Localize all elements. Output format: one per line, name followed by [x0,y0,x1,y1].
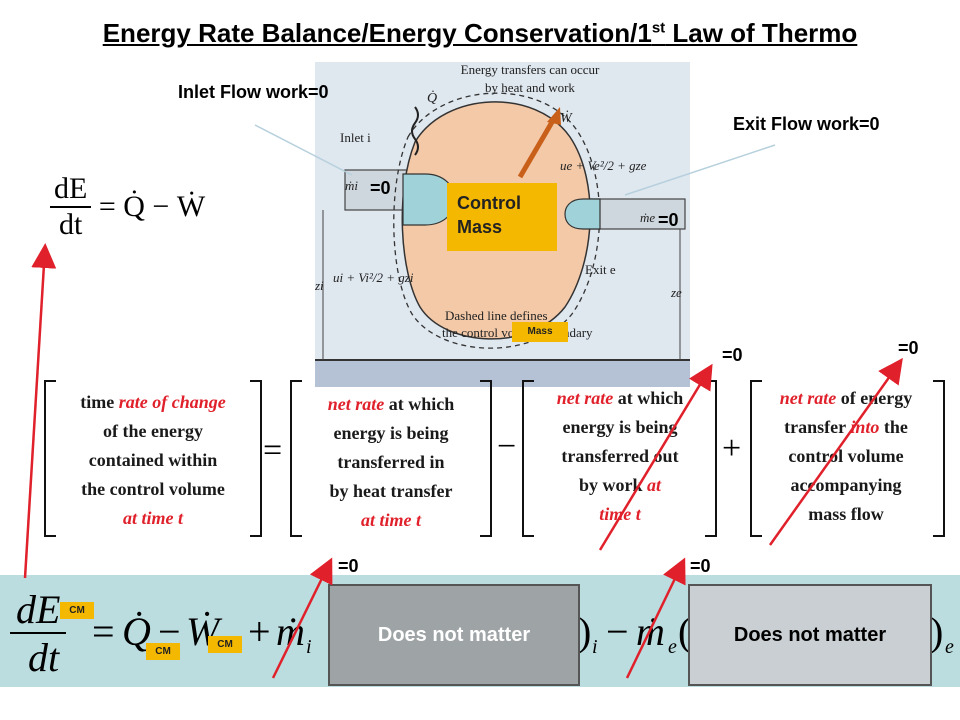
box-rate-of-change: time rate of change of the energy contai… [80,392,226,528]
arrow-to-work-zero [598,363,713,551]
box1-bracket-left [44,380,56,537]
eq-rhs: = Q̇ − Ẇ [98,190,206,223]
arrow-to-bottom-left-zero [271,557,333,679]
box-mass-flow: net rate of energy transfer into the con… [779,388,913,524]
exit-plug [564,198,601,230]
arrow-to-massflow-zero [768,357,903,546]
top-caption-2: by heat and work [485,80,575,95]
box3-bracket-left [522,380,534,537]
inlet-flow-work-label: Inlet Flow work=0 [178,82,329,102]
w-dot-label: Ẇ [560,109,573,126]
ze-text: ze [670,285,682,300]
bottom-e-sub: e [668,636,677,658]
bottom-e-sub2: e [945,636,954,658]
control-mass-label: Control Mass [447,183,557,251]
q-dot-label: Q̇ [427,90,437,106]
inlet-energy-text: ui + Vi²/2 + gzi [333,270,414,285]
bottom-paren-close-e: ) [930,609,944,654]
arrow-to-dEdt [23,243,57,579]
work-arrow-head [547,107,561,125]
ground-strip [315,360,690,387]
eq-numerator: dE [50,172,92,208]
energy-rate-equation: dE dt = Q̇ − Ẇ [50,172,205,242]
bottom-paren-close-i: ) [578,609,592,654]
bottom-mi: ṁ [276,609,305,654]
bottom-eq: = [92,609,115,654]
operator-equals: = [263,432,283,469]
top-caption-1: Energy transfers can occur [461,62,600,77]
mass-tag: Mass [512,322,568,342]
inlet-text: Inlet i [340,130,371,145]
me-text: ṁe [640,210,655,225]
bottom-dt: dt [28,635,60,680]
bottom-i-sub2: i [592,636,598,658]
bottom-plus: + [248,609,271,654]
boundary-dashed [393,92,601,349]
does-not-matter-inlet: Does not matter [328,584,580,686]
exit-text: Exit e [585,262,616,277]
box-heat-transfer: net rate at which energy is being transf… [327,394,455,530]
control-volume-figure: Energy transfers can occur by heat and w… [315,62,690,387]
operator-minus: − [497,428,517,465]
box1-bracket-right [250,380,262,537]
bottom-i-sub: i [306,636,312,658]
page-title: Energy Rate Balance/Energy Conservation/… [102,18,858,48]
zero-mark-massflow: =0 [898,338,919,358]
zero-mark-exit: =0 [658,210,679,230]
bottom-minus: − [158,609,181,654]
box2-bracket-left [290,380,302,537]
exit-energy-text: ue + Ve²/2 + gze [560,158,647,173]
zero-mark-work: =0 [722,345,743,365]
zero-mark-inlet: =0 [370,178,391,198]
bottom-dE: dE [10,588,67,634]
bottom-minus2: − [606,609,629,654]
cm-tag-heat: CM [146,643,180,660]
work-arrow-shaft [517,115,558,179]
bottom-paren-open: ( [678,609,692,654]
box4-bracket-right [933,380,945,537]
eq-denominator: dt [58,208,83,241]
dashed-caption-1: Dashed line defines [445,308,548,323]
box-work-transfer: net rate at which energy is being transf… [556,388,684,524]
cm-tag-work: CM [208,636,242,653]
operator-plus: + [722,430,742,467]
heat-squiggle [411,106,419,156]
box4-bracket-left [750,380,762,537]
zero-mark-bottom-left: =0 [338,556,359,576]
zero-mark-bottom-right: =0 [690,556,711,576]
does-not-matter-exit: Does not matter [688,584,932,686]
cm-tag-energy: CM [60,602,94,619]
exit-flow-work-label: Exit Flow work=0 [733,114,880,134]
arrow-to-bottom-right-zero [625,557,686,679]
zi-text: zi [315,278,324,293]
box2-bracket-right [480,380,492,537]
mi-text: ṁi [345,178,358,193]
